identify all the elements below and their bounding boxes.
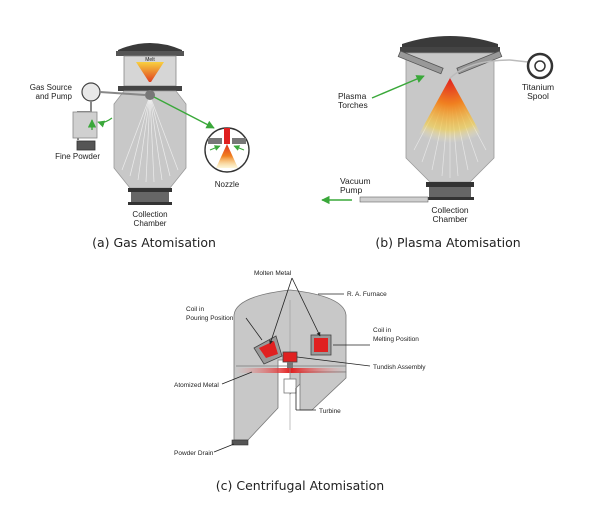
panel-centrifugal-atomisation: Molten Metal R. A. Furnace Coil in Pouri… — [174, 270, 426, 493]
plasma-spool-label: Spool — [527, 91, 549, 101]
powder-drain-leader — [213, 443, 235, 453]
plasma-pump-label: Pump — [340, 185, 362, 195]
coil-melting-label-2: Melting Position — [373, 336, 419, 343]
coil-melting-label-1: Coil in — [373, 327, 391, 334]
coil-pouring-label-2: Pouring Position — [186, 315, 234, 322]
plasma-wire — [449, 59, 529, 79]
gas-melt-flange-bottom — [118, 86, 182, 91]
gas-melt-crucible — [136, 62, 164, 82]
centrifugal-lower-right — [299, 371, 347, 411]
molten-metal-leader-r — [291, 277, 321, 337]
coil-pouring-label-1: Coil in — [186, 306, 204, 313]
gas-nozzle-detail-flame — [216, 144, 238, 168]
plasma-label-1: Plasma — [338, 91, 367, 101]
gas-source-label: Gas Source — [30, 83, 73, 92]
plasma-collection-label-1: Collection — [431, 205, 469, 215]
gas-fine-powder-bin — [76, 140, 96, 151]
tundish-label: Tundish Assembly — [373, 364, 426, 371]
gas-melt-label: Melt — [145, 57, 155, 63]
centrifugal-tundish-stand — [287, 362, 293, 368]
plasma-torch-right — [456, 50, 503, 75]
gas-melt-flange-top — [116, 51, 184, 56]
powder-drain-label: Powder Drain — [174, 450, 214, 457]
gas-collection-label-2: Chamber — [134, 219, 167, 228]
gas-pump-label: and Pump — [36, 92, 73, 101]
plasma-top-flange — [400, 47, 500, 53]
gas-nozzle-detail-right — [232, 138, 246, 144]
gas-green-arrow-return — [97, 117, 113, 128]
plasma-top-dome — [402, 36, 498, 48]
turbine-label: Turbine — [319, 408, 341, 415]
centrifugal-tundish — [282, 351, 298, 363]
panel-plasma-atomisation: Titanium Spool Plasma Torches Collection… — [321, 36, 554, 250]
molten-metal-label: Molten Metal — [254, 270, 292, 277]
plasma-torch-arrow — [371, 75, 425, 99]
tundish-leader — [296, 356, 371, 367]
gas-collection-bottom — [128, 202, 172, 205]
gas-nozzle-detail-arrow-r — [233, 145, 245, 151]
plasma-torch-left — [397, 50, 444, 75]
gas-nozzle-leader — [153, 96, 215, 129]
gas-nozzle-detail-left — [208, 138, 222, 144]
gas-pump — [81, 82, 101, 102]
centrifugal-powder-drain — [231, 439, 249, 446]
gas-nozzle-ball — [145, 90, 155, 100]
gas-nozzle-detail-arrow-l — [209, 145, 221, 151]
plasma-vacuum-label: Vacuum — [340, 176, 371, 186]
plasma-collection-bottom — [426, 197, 474, 200]
gas-collection-body — [131, 192, 169, 202]
atomized-metal-label: Atomized Metal — [174, 382, 219, 389]
plasma-collection-label-2: Chamber — [433, 214, 468, 224]
atomized-metal-leader — [221, 371, 253, 385]
plasma-collection-top — [426, 182, 474, 187]
gas-nozzle-label: Nozzle — [215, 180, 240, 189]
plasma-titanium-spool-hub — [534, 60, 546, 72]
plasma-titanium-label: Titanium — [522, 82, 554, 92]
molten-metal-leader-l — [269, 277, 293, 345]
caption-c: (c) Centrifugal Atomisation — [216, 478, 384, 493]
gas-spray — [121, 95, 179, 183]
caption-b: (b) Plasma Atomisation — [375, 235, 520, 250]
caption-a: (a) Gas Atomisation — [92, 235, 216, 250]
gas-pipe-to-nozzle — [99, 91, 146, 96]
plasma-label-2: Torches — [338, 100, 368, 110]
centrifugal-spray-band — [236, 368, 346, 373]
ra-furnace-label: R. A. Furnace — [347, 291, 387, 298]
plasma-vacuum-pipe — [359, 196, 429, 203]
gas-collection-label-1: Collection — [132, 210, 167, 219]
gas-cyclone — [72, 111, 98, 139]
gas-fine-powder-label: Fine Powder — [55, 152, 100, 161]
plasma-collection-body — [429, 187, 471, 197]
gas-melt-dome — [118, 43, 182, 53]
panel-gas-atomisation: Melt Collection Chamber Gas Source — [30, 43, 250, 250]
gas-vessel-body — [113, 90, 187, 189]
centrifugal-melting-metal — [314, 338, 328, 352]
centrifugal-pouring-metal — [259, 341, 278, 358]
coil-pouring-leader — [245, 317, 263, 341]
centrifugal-turbine — [283, 378, 297, 394]
gas-collection-top — [128, 188, 172, 192]
plasma-flame — [418, 78, 482, 143]
gas-nozzle-detail-stream — [224, 128, 230, 144]
